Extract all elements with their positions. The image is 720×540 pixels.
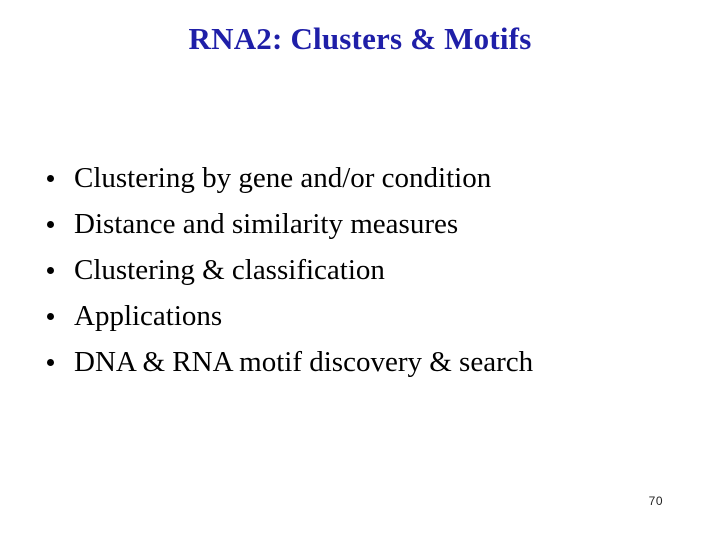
bullet-dot-icon [47,313,54,320]
list-item: Applications [40,293,660,339]
list-item-label: Clustering by gene and/or condition [74,162,492,194]
bullet-list: Clustering by gene and/or condition Dist… [40,155,660,385]
bullet-dot-icon [47,175,54,182]
list-item-label: Applications [74,300,223,332]
bullet-dot-icon [47,221,54,228]
list-item-label: DNA & RNA motif discovery & search [74,346,534,378]
list-item: DNA & RNA motif discovery & search [40,339,660,385]
list-item-label: Distance and similarity measures [74,208,459,240]
list-item: Clustering by gene and/or condition [40,155,660,201]
list-item: Clustering & classification [40,247,660,293]
bullet-dot-icon [47,267,54,274]
page-title: RNA2: Clusters & Motifs [188,21,532,56]
bullet-dot-icon [47,359,54,366]
list-item: Distance and similarity measures [40,201,660,247]
list-item-label: Clustering & classification [74,254,385,286]
page-number: 70 [648,494,663,508]
